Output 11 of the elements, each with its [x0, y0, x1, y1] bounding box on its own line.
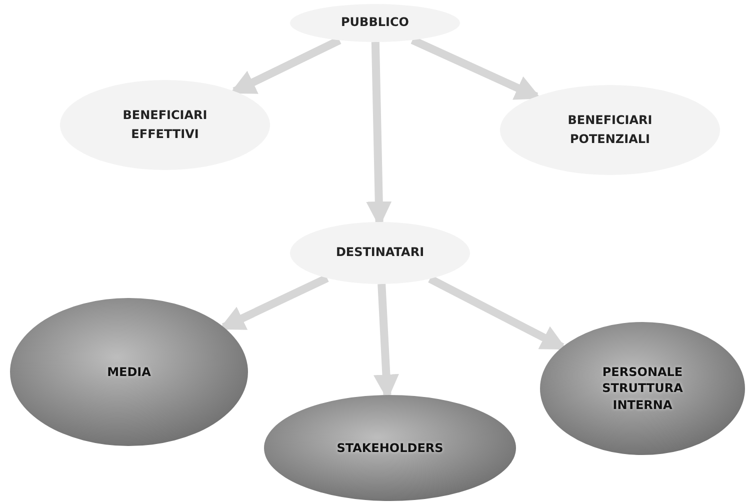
- arrow: [230, 36, 342, 95]
- node-label: BENEFICIARI EFFETTIVI: [122, 106, 208, 143]
- node-label: PUBBLICO: [341, 14, 409, 32]
- node-label: STAKEHOLDERS: [336, 440, 444, 456]
- node-label: PERSONALE STRUTTURA INTERNA: [601, 364, 684, 413]
- arrow: [428, 275, 567, 351]
- arrow: [219, 274, 329, 331]
- node-label: BENEFICIARI POTENZIALI: [566, 112, 654, 148]
- arrow: [410, 36, 542, 100]
- node-label: MEDIA: [107, 364, 151, 380]
- node-label: DESTINATARI: [336, 244, 424, 262]
